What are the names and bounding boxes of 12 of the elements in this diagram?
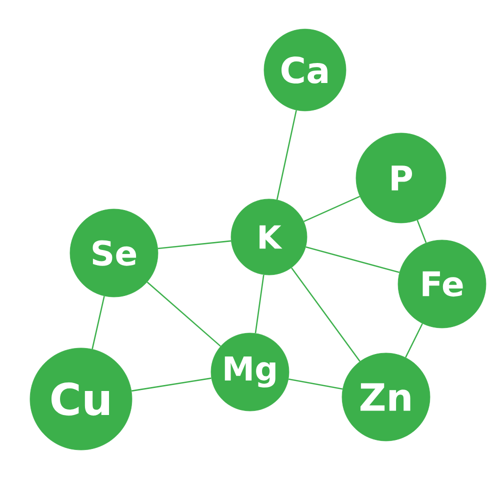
connector-line [291, 267, 360, 362]
connector-line [288, 378, 343, 390]
connector-line [146, 282, 221, 347]
connector-line [306, 246, 400, 274]
connector-line [416, 220, 427, 244]
connector-line [92, 296, 105, 350]
connector-line [131, 378, 212, 392]
connector-line [254, 274, 264, 334]
connector-line [276, 110, 297, 200]
connector-line [405, 323, 423, 358]
connector-line [304, 196, 360, 222]
connector-line [158, 240, 232, 250]
